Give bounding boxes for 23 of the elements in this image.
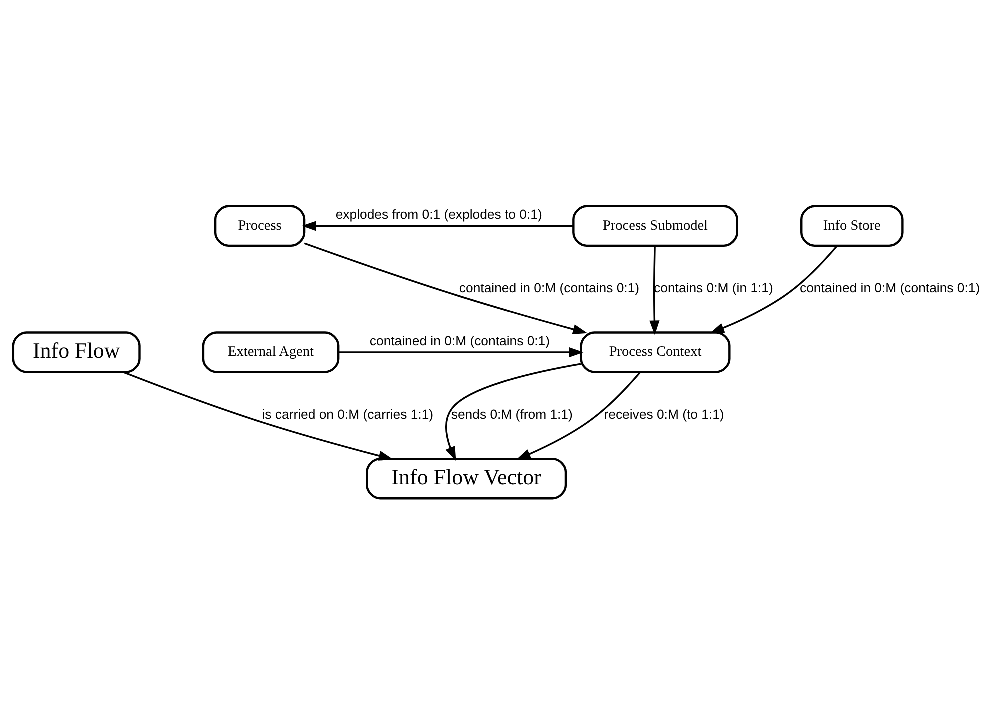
arrow (302, 221, 574, 232)
edge-label: receives 0:M (to 1:1) (604, 407, 724, 422)
edge-label: contains 0:M (in 1:1) (654, 280, 774, 296)
arrow (710, 245, 838, 334)
arrow (516, 372, 641, 460)
node-box: External Agent (202, 332, 340, 374)
node-box: Info Flow Vector (366, 458, 568, 500)
edge-label: contained in 0:M (contains 0:1) (800, 280, 980, 296)
arrow (123, 371, 394, 461)
node-box: Info Flow (12, 332, 141, 374)
edge-label: explodes from 0:1 (explodes to 0:1) (336, 207, 542, 222)
edge-label: contained in 0:M (contains 0:1) (370, 333, 550, 348)
arrow (304, 242, 588, 334)
arrow (650, 246, 660, 336)
node-box: Process Context (580, 332, 731, 374)
node-box: Process (214, 205, 306, 248)
edge-label: sends 0:M (from 1:1) (451, 407, 573, 422)
node-box: Info Store (800, 205, 904, 248)
edge-label: is carried on 0:M (carries 1:1) (262, 407, 434, 422)
node-box: Process Submodel (572, 205, 738, 248)
arrow (446, 363, 582, 462)
arrow (338, 347, 584, 358)
edge-label: contained in 0:M (contains 0:1) (459, 280, 640, 296)
